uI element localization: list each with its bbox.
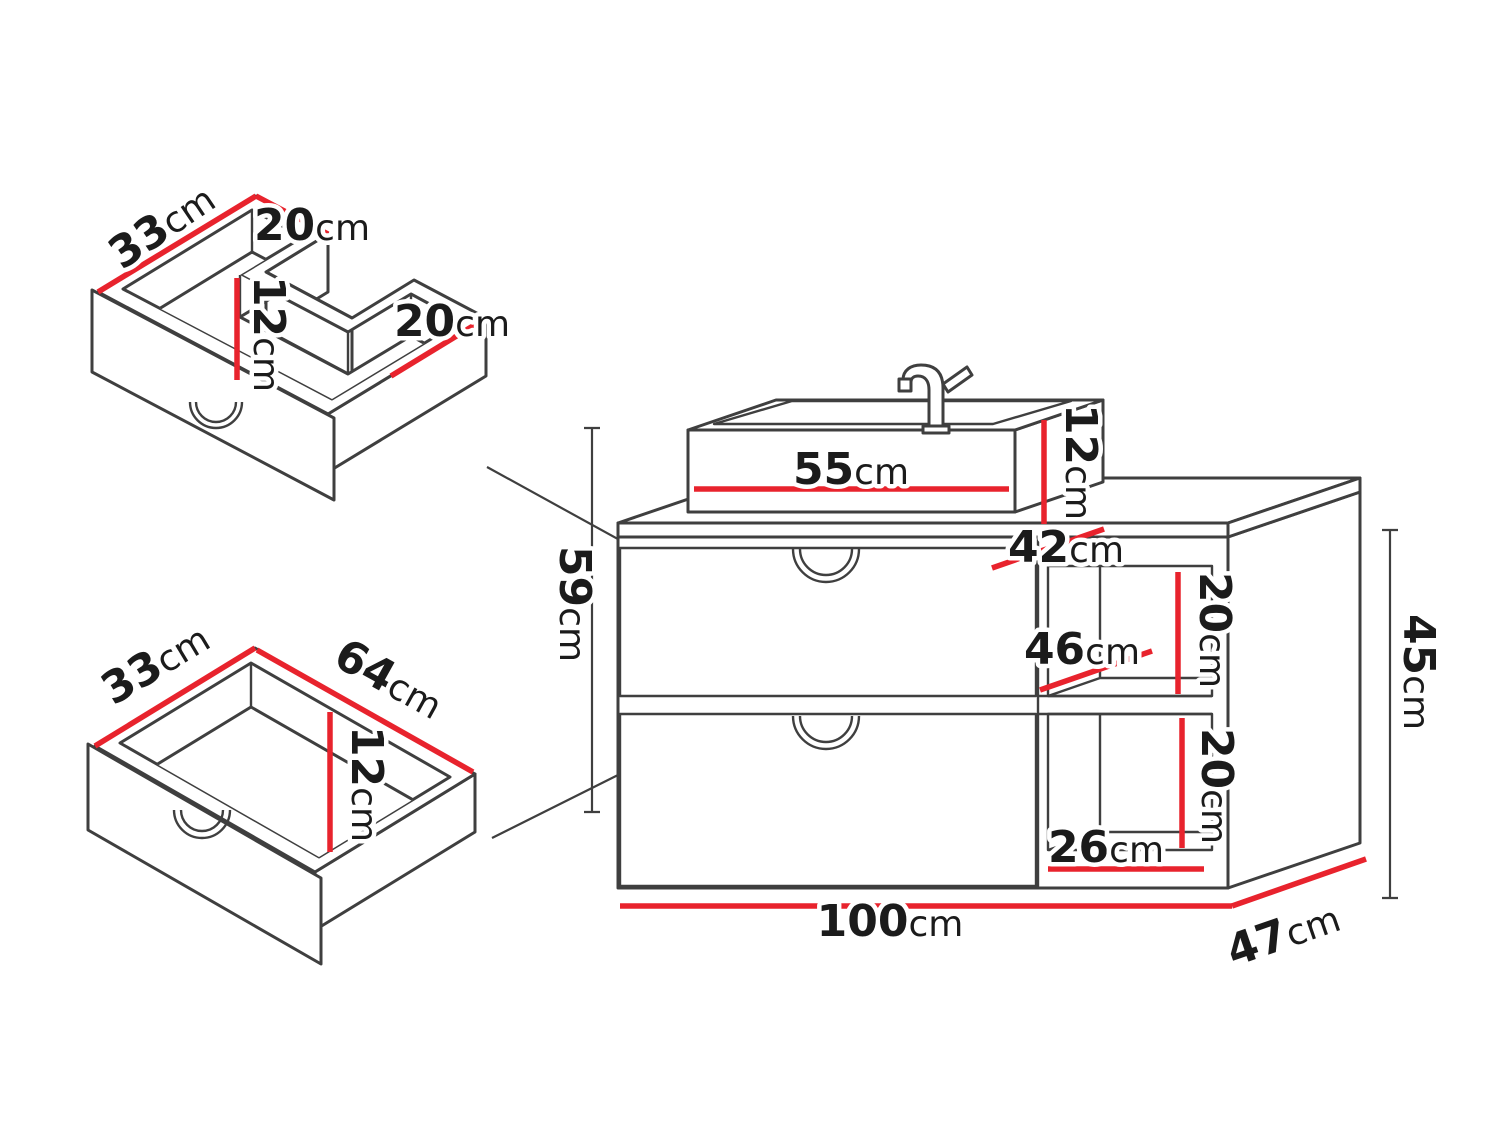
basin-width-label: 55cm — [793, 444, 909, 495]
bottom-drawer-handle-arc — [172, 809, 232, 840]
shelf-depth-dimline — [1039, 648, 1153, 693]
top-drawer-right-width-label: 20cm — [394, 296, 510, 347]
top-drawer-depth-dimline — [96, 193, 258, 295]
sink-inner-rim — [712, 399, 1073, 426]
bottom-drawer-inner-edges — [120, 663, 450, 857]
countertop-right-edge — [1226, 476, 1362, 539]
top-drawer-left-width-dimline — [254, 193, 330, 237]
shelf-band-lines — [1038, 694, 1212, 716]
top-drawer-front-panel — [90, 288, 336, 502]
upper-shelf-interior — [1048, 566, 1212, 696]
shelf-depth-label: 46cm — [1024, 624, 1140, 675]
faucet-lever — [941, 365, 974, 394]
countertop-front-edge — [616, 521, 1230, 539]
lower-shelf-interior — [1048, 714, 1212, 850]
shelf-width-label: 26cm — [1048, 822, 1164, 873]
countertop-depth-label: 42cm — [1008, 522, 1124, 573]
cabinet-drawer1-handle — [791, 548, 861, 584]
side-height-label: 45cm — [1393, 614, 1444, 730]
faucet — [897, 363, 974, 435]
cabinet-drawer2-handle — [791, 715, 861, 751]
basin-height-label: 12cm — [1055, 404, 1106, 520]
lower-shelf-height-label: 20cm — [1191, 728, 1242, 844]
top-drawer-handle-arc — [188, 401, 244, 430]
upper-shelf-height-label: 20cm — [1189, 572, 1240, 688]
front-height-dimline — [584, 426, 600, 814]
bottom-drawer-front-panel — [86, 742, 323, 966]
front-height-label: 59cm — [549, 546, 600, 662]
cabinet-view: 55cm 12cm 42cm 59cm 46cm 20cm 45cm 20cm … — [545, 363, 1449, 982]
cabinet-width-label: 100cm — [817, 896, 964, 947]
bottom-drawer-height-label: 12cm — [341, 726, 392, 842]
faucet-base — [921, 424, 951, 435]
bottom-drawer-depth-label: 33cm — [93, 612, 219, 716]
bottom-drawer-width-dimline — [255, 647, 475, 775]
side-height-dimline — [1382, 528, 1398, 900]
countertop-depth-dimline — [991, 526, 1105, 571]
cabinet-drawer1-front — [618, 546, 1038, 698]
cabinet-depth-dimline — [1231, 856, 1367, 909]
top-drawer-view: 33cm 20cm 12cm 20cm — [90, 175, 515, 502]
cabinet-drawer2-front — [618, 712, 1038, 888]
bottom-drawer-view: 33cm 64cm 12cm — [86, 612, 477, 966]
faucet-outlet — [897, 377, 913, 393]
cabinet-right-side — [1226, 490, 1362, 890]
top-drawer-right-width-dimline — [389, 315, 488, 379]
top-drawer-height-label: 12cm — [243, 276, 294, 392]
top-drawer-left-width-label: 20cm — [254, 200, 370, 251]
bottom-drawer-depth-dimline — [93, 645, 257, 749]
